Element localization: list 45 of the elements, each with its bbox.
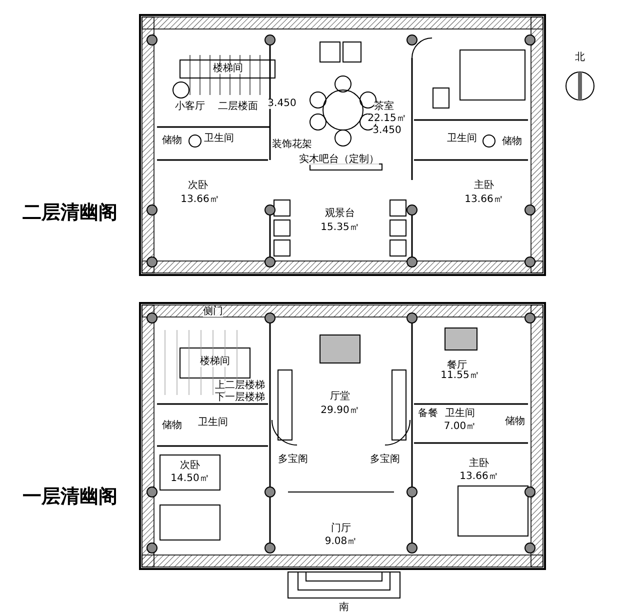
room-label: 多宝阁: [278, 455, 308, 465]
room-label: 餐厅: [447, 361, 467, 371]
elevation-label: 二层楼面: [218, 102, 258, 112]
area-label: 14.50㎡: [170, 474, 210, 484]
room-label: 装饰花架: [272, 140, 312, 150]
room-label: 小客厅: [175, 102, 205, 112]
room-label: 卫生间: [445, 409, 475, 419]
room-label: 侧门: [203, 307, 223, 317]
area-label: 13.66㎡: [180, 195, 220, 205]
area-label: 29.90㎡: [320, 406, 360, 416]
room-label: 备餐: [418, 409, 438, 419]
floor-title: 二层清幽阁: [22, 204, 118, 222]
room-label: 主卧: [469, 459, 489, 469]
room-label: 卫生间: [447, 134, 477, 144]
room-label: 茶室: [374, 102, 394, 112]
area-label: 22.15㎡: [368, 114, 406, 124]
room-label: 卫生间: [204, 134, 234, 144]
room-label: 楼梯间: [200, 357, 230, 367]
room-label: 储物: [505, 417, 525, 427]
area-label: 7.00㎡: [444, 422, 476, 432]
room-label: 实木吧台（定制）: [299, 155, 379, 165]
room-label: 次卧: [180, 461, 200, 471]
room-label: 门厅: [331, 524, 351, 534]
north-label: 北: [575, 53, 585, 63]
area-label: 15.35㎡: [320, 223, 360, 233]
direction-label: 南: [339, 603, 349, 613]
room-label: 观景台: [325, 209, 355, 219]
room-label: 储物: [502, 137, 522, 147]
room-label: 次卧: [188, 181, 208, 191]
area-label: 9.08㎡: [324, 537, 358, 547]
room-label: 楼梯间: [213, 64, 243, 74]
room-label: 储物: [162, 421, 182, 431]
room-label: 多宝阁: [370, 455, 400, 465]
area-label: 13.66㎡: [464, 195, 504, 205]
area-label: 13.66㎡: [460, 472, 498, 482]
elevation-label: 3.450: [372, 126, 402, 136]
room-label: 上二层楼梯: [215, 381, 265, 391]
room-label: 卫生间: [198, 418, 228, 428]
room-label: 储物: [162, 136, 182, 146]
floor-title: 一层清幽阁: [22, 488, 118, 506]
elevation-label: 3.450: [268, 99, 296, 109]
room-label: 下一层楼梯: [215, 393, 265, 403]
room-label: 厅堂: [330, 392, 350, 402]
room-label: 主卧: [474, 181, 494, 191]
area-label: 11.55㎡: [440, 371, 480, 381]
